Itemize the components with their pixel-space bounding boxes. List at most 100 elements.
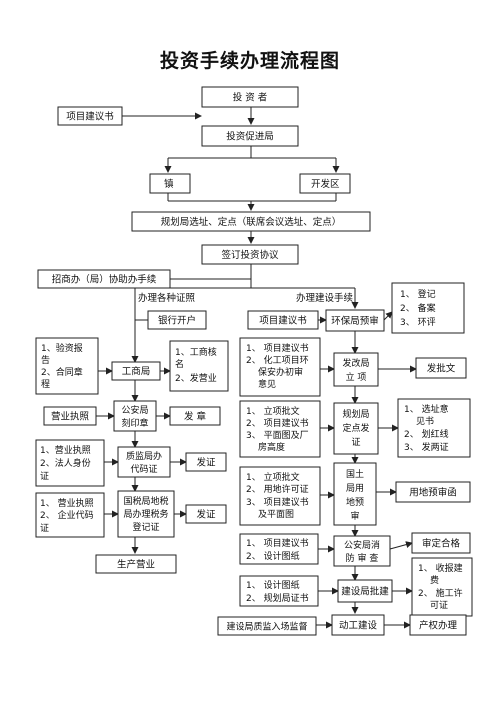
approval-doc-node: 发批文 — [415, 357, 467, 379]
node-text-line: 1、 收报建 — [418, 562, 463, 574]
node-text-line: 可证 — [430, 600, 448, 611]
node-text-line: 2、 划红线 — [404, 428, 449, 440]
fire-bureau-node: 公安局消 防 审 查 — [333, 535, 391, 567]
node-text-line: 局用 — [346, 483, 364, 494]
node-text-line: 2、 施工许 — [418, 587, 463, 599]
planning-results-node: 1、 选址意 见书 2、 划红线 3、 发两证 — [397, 398, 471, 458]
node-text-line: 3、 项目建议书 — [246, 496, 309, 508]
capital-docs-node: 1、验资报 告 2、合同章 程 — [35, 337, 99, 395]
town-label: 镇 — [164, 178, 174, 190]
node-text-line: 2、 备案 — [400, 302, 436, 314]
node-text-line: 1、 设计图纸 — [246, 579, 300, 591]
node-text-line: 定点发 — [342, 422, 369, 434]
dev-bureau-node: 发改局 立 项 — [333, 352, 379, 387]
merchants-office-label: 招商办（局）协助办手续 — [52, 274, 157, 286]
node-text-line: 证 — [40, 471, 49, 482]
node-text-line: 证 — [351, 437, 360, 448]
node-text-line: 登记证 — [132, 522, 159, 533]
connectors — [96, 107, 417, 629]
police-seal-node: 公安局 刻印章 — [113, 400, 157, 432]
land-inputs-node: 1、 立项批文 2、 用地许可证 3、 项目建议书 及平面图 — [239, 466, 321, 526]
node-text-line: 3、 发两证 — [404, 441, 449, 453]
node-text-line: 2、发营业 — [175, 372, 217, 384]
seal-issue-label: 发 章 — [184, 411, 207, 423]
node-text-line: 1、 选址意 — [404, 403, 449, 415]
node-text-line: 公安局 — [121, 404, 148, 416]
node-text-line: 地预 — [346, 496, 364, 508]
production-label: 生产营业 — [117, 559, 155, 571]
construction-bureau-node: 建设局批建 — [337, 579, 393, 603]
node-text-line: 立 项 — [346, 371, 367, 383]
start-construction-node: 动工建设 — [331, 614, 385, 636]
node-text-line: 1、验资报 — [41, 342, 83, 354]
node-text-line: 代码证 — [130, 464, 157, 475]
proposal-env-node: 项目建议书 — [247, 310, 319, 330]
bank-account-label: 银行开户 — [158, 315, 196, 327]
node-text-line: 发改局 — [342, 357, 369, 369]
cert-issue-1-label: 发证 — [196, 457, 216, 469]
sign-agreement-node: 签订投资协议 — [201, 244, 299, 265]
business-license-node: 营业执照 — [43, 406, 97, 426]
land-bureau-node: 国土 局用 地预 审 — [333, 462, 377, 526]
node-text-line: 1、 立项批文 — [246, 405, 300, 417]
env-results-node: 1、 登记 2、 备案 3、 环评 — [391, 282, 465, 334]
node-text-line: 2、 规划局证书 — [246, 592, 309, 604]
node-text-line: 房高度 — [258, 441, 285, 453]
start-construction-label: 动工建设 — [339, 620, 378, 632]
node-text-line: 刻印章 — [121, 417, 148, 429]
business-license-label: 营业执照 — [51, 411, 90, 423]
node-text-line: 质监局办 — [126, 450, 162, 462]
tax-inputs-node: 1、 营业执照 2、 企业代码 证 — [35, 492, 105, 538]
land-letter-label: 用地预审函 — [409, 487, 457, 499]
planning-bureau-node: 规划局 定点发 证 — [333, 402, 379, 455]
bank-account-node: 银行开户 — [147, 310, 207, 330]
quality-supervision-label: 建设局质监入场监督 — [226, 621, 307, 633]
property-title-label: 产权办理 — [419, 620, 458, 632]
node-text-line: 1、 项目建议书 — [246, 342, 309, 354]
construction-results-node: 1、 收报建 费 2、 施工许 可证 — [411, 557, 473, 617]
node-text-line: 名 — [175, 358, 184, 370]
promotion-bureau-node: 投资促进局 — [201, 125, 299, 147]
promotion-bureau-label: 投资促进局 — [226, 131, 274, 143]
node-text-line: 2、 企业代码 — [40, 509, 94, 521]
dev-inputs-node: 1、 项目建议书 2、 化工项目环 保安办初审 意见 — [239, 337, 321, 397]
node-text-line: 3、 环评 — [400, 317, 436, 328]
node-text-line: 2、 化工项目环 — [246, 354, 309, 366]
aic-label: 工商局 — [122, 366, 151, 378]
quality-supervision-node: 建设局质监入场监督 — [217, 616, 317, 636]
node-text-line: 费 — [430, 574, 439, 586]
page-title: 投资手续办理流程图 — [159, 50, 340, 72]
node-text-line: 审 — [350, 510, 359, 522]
construction-inputs-node: 1、 设计图纸 2、 规划局证书 — [239, 575, 319, 607]
investor-node: 投 资 者 — [201, 86, 299, 108]
seal-issue-node: 发 章 — [169, 406, 221, 426]
review-ok-label: 审定合格 — [422, 538, 461, 550]
dev-zone-node: 开发区 — [299, 173, 351, 194]
node-text-line: 程 — [41, 379, 50, 390]
node-text-line: 2、 设计图纸 — [246, 550, 300, 562]
node-text-line: 规划局 — [342, 408, 369, 420]
node-text-line: 防 审 查 — [346, 552, 379, 564]
node-text-line: 2、法人身份 — [40, 457, 91, 469]
node-text-line: 2、 用地许可证 — [246, 483, 309, 495]
node-text-line: 1、 项目建议书 — [246, 537, 309, 549]
node-text-line: 1、 立项批文 — [246, 471, 300, 483]
fire-inputs-node: 1、 项目建议书 2、 设计图纸 — [239, 533, 319, 565]
env-bureau-node: 环保局预审 — [325, 309, 385, 332]
node-text-line: 国土 — [346, 468, 364, 480]
node-text-line: 2、 项目建议书 — [246, 417, 309, 429]
node-text-line: 见书 — [416, 416, 434, 427]
project-proposal-node: 项目建议书 — [57, 106, 123, 126]
approval-doc-label: 发批文 — [427, 363, 456, 375]
aic-results-node: 1、工商核 名 2、发营业 — [169, 340, 229, 392]
node-text-line: 2、合同章 — [41, 366, 83, 378]
cert-issue-1-node: 发证 — [185, 452, 227, 472]
node-text-line: 保安办初审 — [258, 366, 303, 378]
node-text-line: 公安局消 — [344, 539, 380, 551]
planning-siting-node: 规划局选址、定点（联席会议选址、定点） — [131, 211, 371, 232]
quality-bureau-node: 质监局办 代码证 — [117, 446, 171, 478]
investor-label: 投 资 者 — [233, 92, 268, 104]
dev-zone-label: 开发区 — [311, 178, 340, 190]
node-text-line: 1、 登记 — [400, 289, 436, 300]
